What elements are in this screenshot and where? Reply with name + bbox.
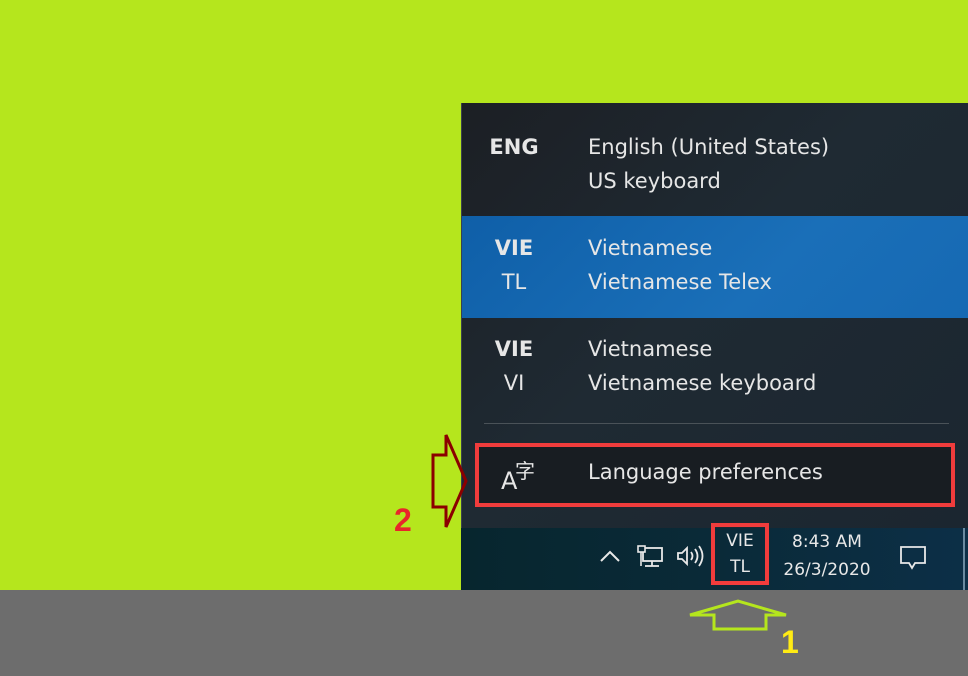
language-flyout: ENG English (United States) US keyboard … bbox=[461, 103, 968, 528]
input-language: VIE bbox=[726, 531, 754, 551]
taskbar: VIE TL 8:43 AM 26/3/2020 bbox=[461, 523, 968, 590]
arrow-right-icon bbox=[431, 434, 468, 528]
language-description: Vietnamese Vietnamese Telex bbox=[588, 231, 772, 299]
language-description: English (United States) US keyboard bbox=[588, 130, 829, 198]
language-name: Vietnamese bbox=[588, 337, 713, 361]
separator bbox=[484, 423, 949, 424]
volume-icon[interactable] bbox=[675, 544, 705, 572]
input-indicator-button[interactable]: VIE TL bbox=[711, 523, 769, 585]
show-desktop-button[interactable] bbox=[963, 528, 965, 590]
bottom-band bbox=[0, 590, 968, 676]
language-code: VIE TL bbox=[494, 236, 534, 294]
language-name: Vietnamese bbox=[588, 236, 713, 260]
action-center-icon[interactable] bbox=[899, 544, 927, 576]
language-code: ENG bbox=[489, 135, 539, 159]
clock[interactable]: 8:43 AM 26/3/2020 bbox=[777, 528, 877, 584]
language-item-eng[interactable]: ENG English (United States) US keyboard bbox=[462, 103, 968, 205]
step-2-label: 2 bbox=[394, 502, 412, 538]
language-name: English (United States) bbox=[588, 135, 830, 159]
input-method: TL bbox=[730, 557, 750, 577]
chevron-up-icon[interactable] bbox=[599, 544, 621, 569]
arrow-up-icon bbox=[689, 599, 787, 631]
language-item-vie-keyboard[interactable]: VIE VI Vietnamese Vietnamese keyboard bbox=[462, 317, 968, 419]
keyboard-name: Vietnamese keyboard bbox=[588, 371, 817, 395]
language-description: Vietnamese Vietnamese keyboard bbox=[588, 332, 816, 400]
language-code: VIE VI bbox=[494, 337, 534, 395]
language-preferences-label: Language preferences bbox=[588, 460, 823, 484]
network-icon[interactable] bbox=[636, 544, 664, 574]
clock-time: 8:43 AM bbox=[792, 532, 862, 552]
step-1-label: 1 bbox=[781, 624, 799, 660]
clock-date: 26/3/2020 bbox=[783, 560, 871, 580]
language-item-vie-telex[interactable]: VIE TL Vietnamese Vietnamese Telex bbox=[462, 216, 968, 318]
keyboard-name: US keyboard bbox=[588, 169, 721, 193]
keyboard-name: Vietnamese Telex bbox=[588, 270, 772, 294]
